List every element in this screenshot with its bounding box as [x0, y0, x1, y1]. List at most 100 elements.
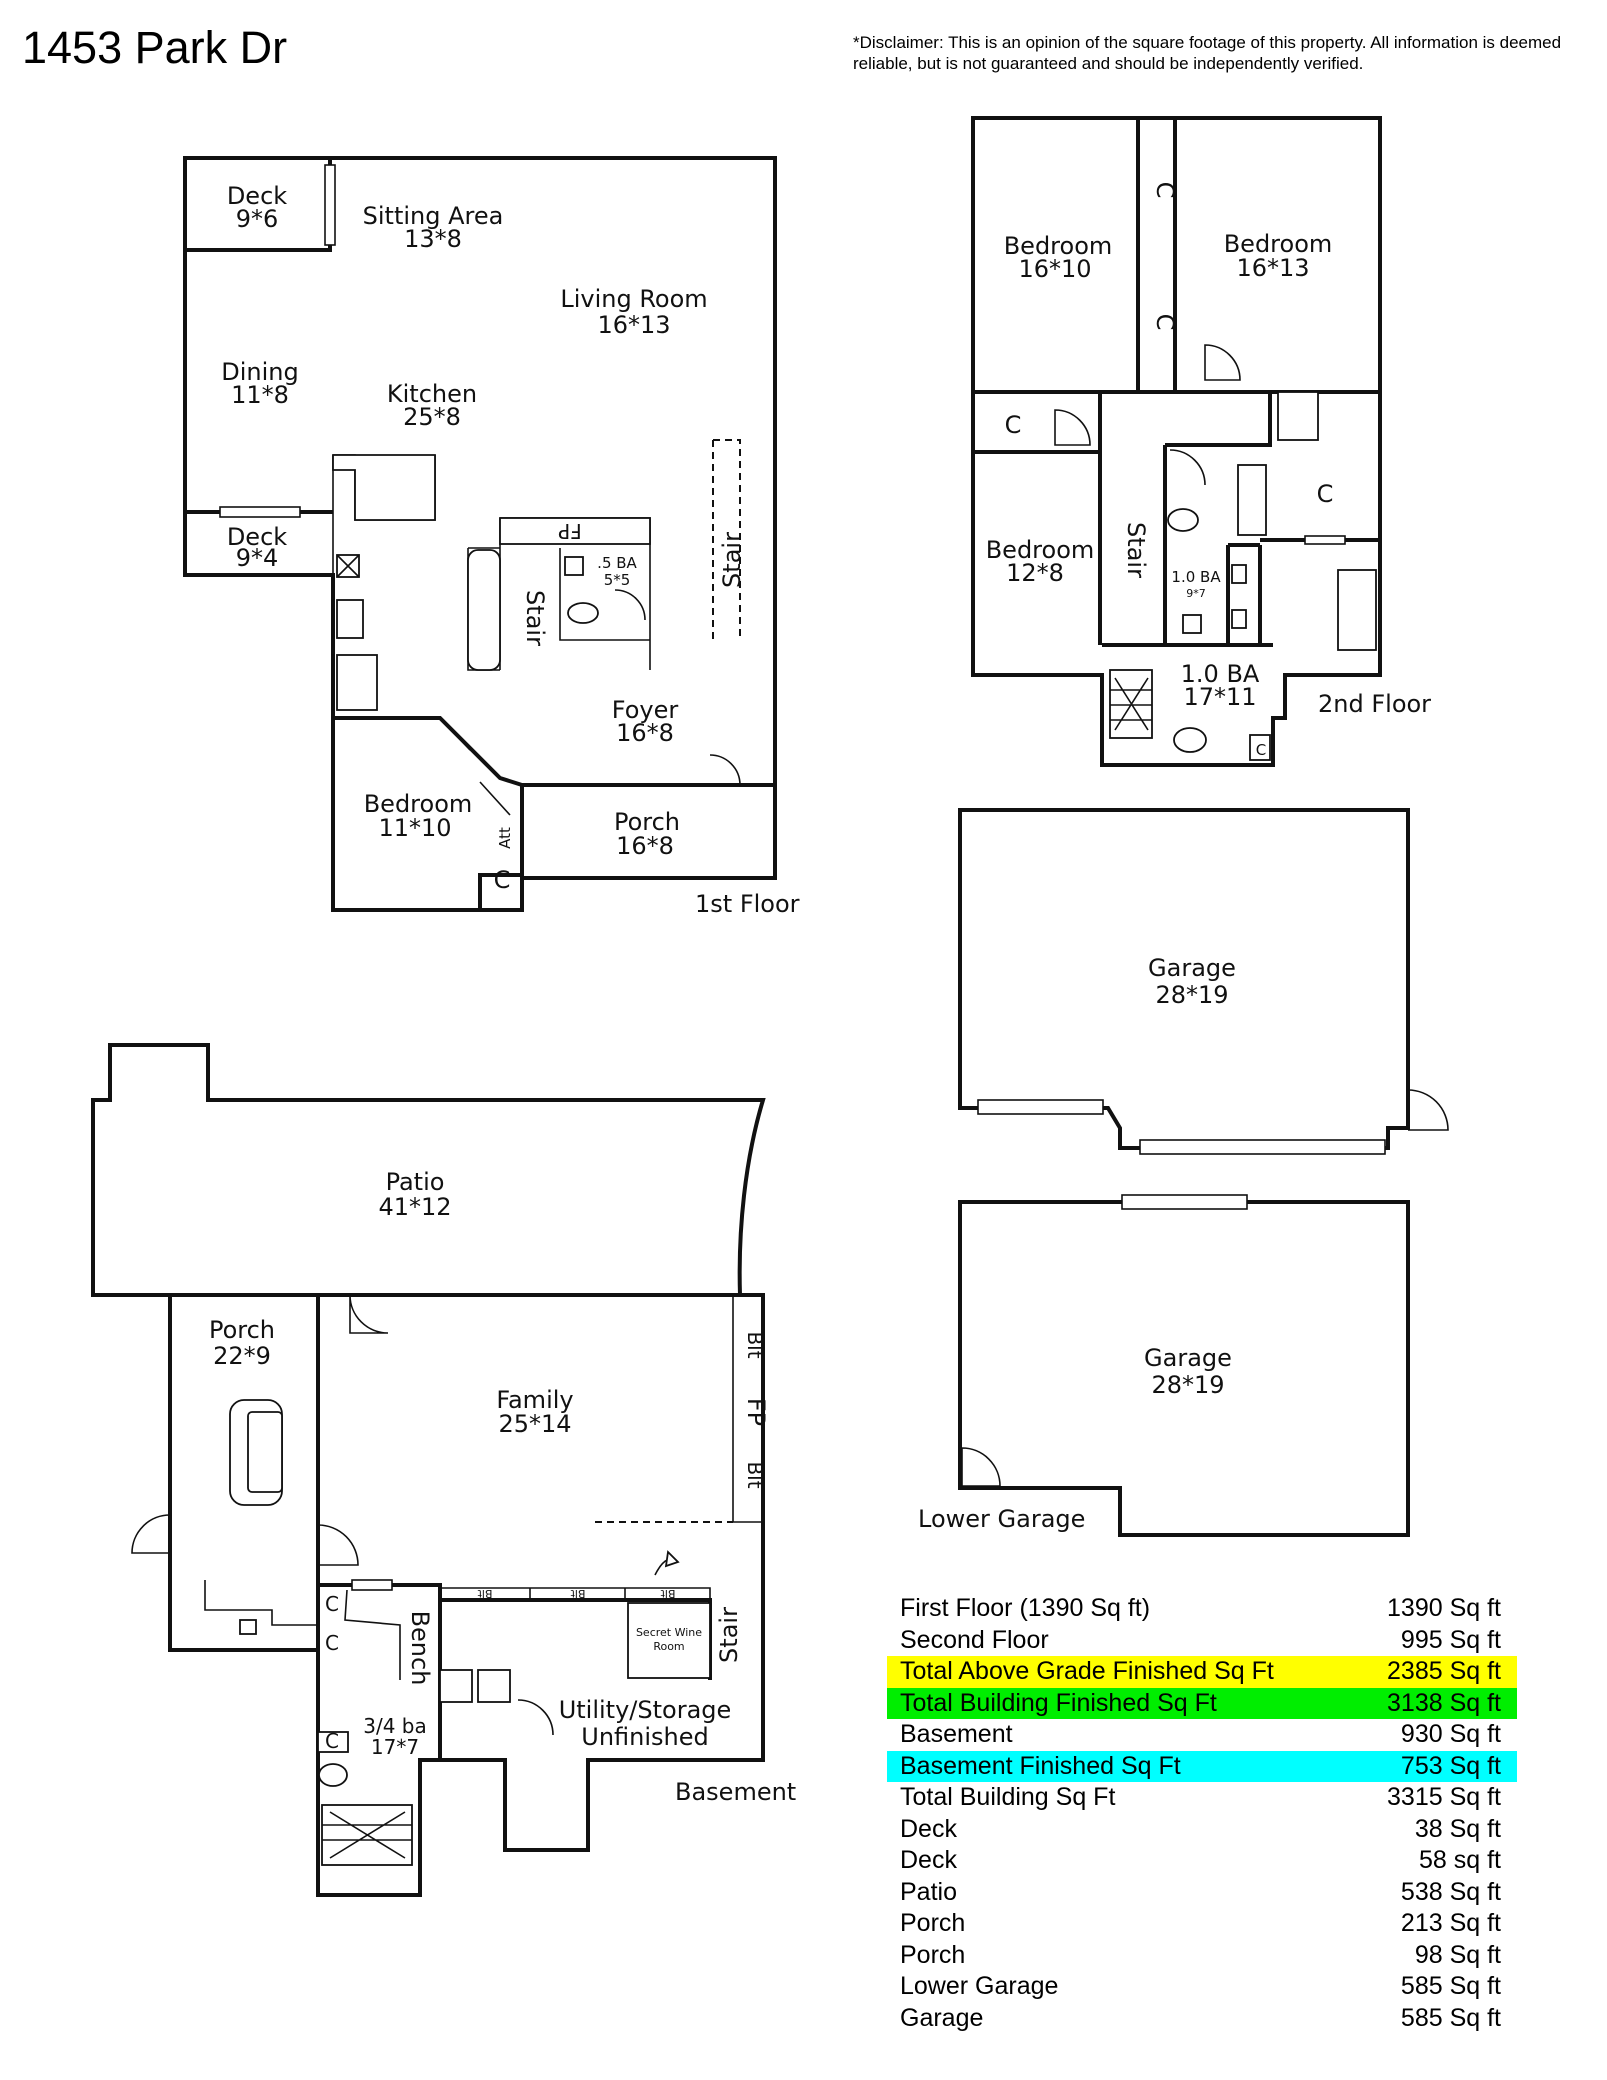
sqft-row-label: Deck	[900, 1814, 957, 1843]
bath-small-dims: 9*7	[1186, 587, 1206, 600]
half-bath-name: .5 BA	[597, 554, 637, 572]
toilet-small-icon	[1167, 508, 1199, 532]
sqft-row: Porch 98 Sq ft	[887, 1940, 1517, 1972]
shelf-strip	[440, 1587, 711, 1600]
patio-dims: 41*12	[378, 1193, 451, 1221]
second-floor-outline	[971, 116, 1382, 767]
utility-window	[351, 1579, 393, 1591]
basement-fireplace-label: FP	[742, 1398, 770, 1426]
attic-label: Att	[496, 827, 514, 849]
half-bath-sink-icon	[564, 556, 584, 576]
closet-wall	[478, 785, 524, 910]
sqft-row-label: Porch	[900, 1940, 966, 1969]
patio-name: Patio	[386, 1168, 445, 1196]
porch-outline	[522, 785, 777, 880]
toilet-large-icon	[1173, 727, 1207, 753]
second-floor-plan: Bedroom 16*10 Bedroom 16*13 C C C C Bedr…	[971, 116, 1431, 767]
basement-plan: Patio 41*12 Porch 22*9 Family 25*14 Blt …	[91, 1043, 796, 1897]
closet-c3: C	[1151, 314, 1179, 331]
bath-small-name: 1.0 BA	[1171, 568, 1221, 586]
sqft-row: First Floor (1390 Sq ft)1390 Sq ft	[887, 1593, 1517, 1625]
dining-dims: 11*8	[231, 381, 289, 409]
utility-name: Utility/Storage	[559, 1696, 732, 1724]
bath-toilet-icon	[318, 1763, 348, 1787]
porch-1-name: Porch	[614, 808, 680, 836]
first-floor-label: 1st Floor	[695, 890, 800, 918]
closet-c-large-box	[1249, 734, 1271, 761]
bedroom-top-wall	[333, 716, 523, 787]
closet-c2: C	[1151, 182, 1179, 199]
bath-large-name: 1.0 BA	[1181, 660, 1260, 688]
stair-b-outline	[712, 439, 741, 640]
porch-2-bench-seat	[247, 1411, 283, 1493]
sqft-row-value: 2385 Sq ft	[1387, 1657, 1501, 1685]
porch-2-dims: 22*9	[213, 1342, 271, 1370]
sink-a-icon	[1231, 564, 1247, 584]
sqft-row-label: Basement Finished Sq Ft	[900, 1751, 1181, 1780]
basement-bath-name: 3/4 ba	[363, 1714, 427, 1738]
basement-stair-label: Stair	[715, 1607, 743, 1663]
sink-c-icon	[1182, 614, 1202, 634]
tub-2-icon	[1337, 569, 1377, 651]
sqft-row-value: 98 Sq ft	[1414, 1940, 1501, 1969]
bath-slider	[1304, 535, 1346, 545]
sitting-area-name: Sitting Area	[363, 202, 504, 230]
dining-name: Dining	[221, 358, 298, 386]
sqft-row: Deck 58 sq ft	[887, 1845, 1517, 1877]
sqft-row-label: Garage	[900, 2003, 984, 2032]
kitchen-dims: 25*8	[403, 403, 461, 431]
deck-a-slider	[324, 164, 336, 246]
deck-a-dims: 9*6	[236, 205, 279, 233]
porch-2-vent	[239, 1619, 257, 1635]
bath-small-wall	[1163, 392, 1272, 645]
shower-grid	[1110, 677, 1152, 731]
sqft-row-value: 58 sq ft	[1419, 1846, 1501, 1874]
closet-c5: C	[1256, 741, 1266, 759]
bedroom-1-dims: 11*10	[378, 814, 451, 842]
sqft-row-label: Deck	[900, 1846, 957, 1874]
bedroom-door	[439, 717, 511, 816]
patio-door-swing	[349, 1294, 389, 1334]
sqft-row-label: Total Building Finished Sq Ft	[900, 1688, 1217, 1717]
living-room-dims: 16*13	[597, 311, 670, 339]
upper-garage-door-swing	[1407, 1089, 1449, 1131]
builtin-1-label: Blt	[743, 1331, 767, 1358]
bedroom-b-name: Bedroom	[1224, 230, 1333, 258]
sqft-row-value: 1390 Sq ft	[1387, 1594, 1501, 1622]
stove-icon	[336, 599, 364, 639]
deck-b-dims: 9*4	[236, 544, 279, 572]
tub-icon	[1237, 464, 1267, 536]
lower-garage-dims: 28*19	[1151, 1371, 1224, 1399]
closet-column-wall	[1136, 118, 1177, 392]
stair-wall	[1098, 452, 1273, 647]
sqft-row-value: 3315 Sq ft	[1387, 1783, 1501, 1811]
bedroom-c-name: Bedroom	[986, 536, 1095, 564]
bath-door-swing	[1204, 344, 1241, 381]
kitchen-peninsula	[332, 454, 436, 521]
wine-arrow-head	[664, 1550, 680, 1568]
basement-label: Basement	[675, 1778, 796, 1806]
second-floor-label: 2nd Floor	[1318, 690, 1431, 718]
porch-1-dims: 16*8	[616, 832, 674, 860]
basement-bath-dims: 17*7	[371, 1735, 419, 1759]
shelf-3-label: Blt	[660, 1587, 676, 1600]
sqft-row-value: 585 Sq ft	[1400, 2003, 1501, 2032]
garage-plans: Garage 28*19 Garage 28*19 Lower Garage	[918, 808, 1449, 1537]
bench-outline	[344, 1589, 401, 1680]
bedroom-a-dims: 16*10	[1018, 255, 1091, 283]
stair-a-rail	[467, 549, 501, 671]
upper-garage-name: Garage	[1148, 954, 1236, 982]
wine-room-dims: Room	[653, 1640, 684, 1653]
basement-door-swing	[317, 1524, 359, 1566]
bedroom-a-name: Bedroom	[1004, 232, 1113, 260]
bath-shower-grid	[322, 1811, 412, 1859]
fridge-icon	[336, 654, 378, 711]
lower-garage-label: Lower Garage	[918, 1505, 1085, 1533]
deck-a-name: Deck	[227, 182, 287, 210]
